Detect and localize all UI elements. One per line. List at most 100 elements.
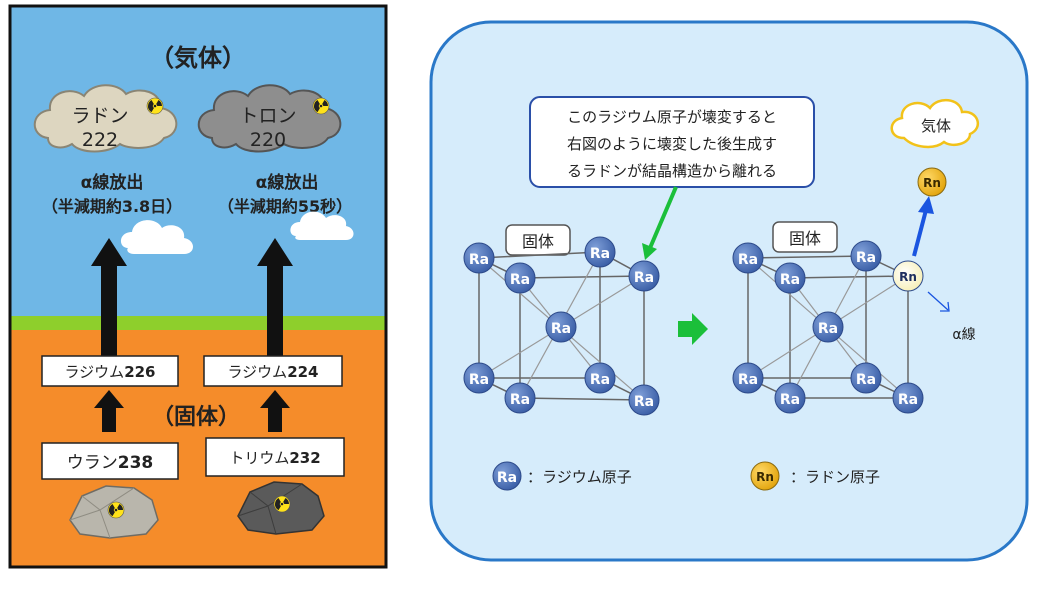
left-panel-border — [8, 4, 388, 569]
ra-atom-highlighted: Ra — [628, 260, 660, 292]
ra-atom: Ra — [850, 362, 882, 394]
rn-atom-decayed: Rn — [892, 260, 924, 292]
radon-emission-line2: （半減期約3.8日） — [42, 197, 182, 216]
svg-text:Ra: Ra — [856, 372, 876, 388]
svg-text:Ra: Ra — [469, 252, 489, 268]
ra-atom: Ra — [628, 384, 660, 416]
thorium232-name: トリウム — [229, 449, 289, 467]
gas-cloud-label: 気体 — [921, 117, 951, 135]
left-panel: （気体） ラドン 222 トロン 220 α線放出 （半減期約3.8日） α線放… — [8, 4, 388, 569]
ra-atom: Ra — [850, 240, 882, 272]
ra-atom: Ra — [732, 242, 764, 274]
svg-text:Ra: Ra — [898, 392, 918, 408]
svg-text:Rn: Rn — [756, 470, 774, 484]
radiation-icon — [146, 97, 164, 115]
alpha-ray-arrow — [927, 291, 950, 312]
radon-emission-line1: α線放出 — [81, 172, 144, 193]
ra-atom: Ra — [892, 382, 924, 414]
svg-text:Ra: Ra — [738, 372, 758, 388]
thoron-emission-line2: （半減期約55秒） — [218, 197, 352, 216]
ra-atom: Ra — [584, 362, 616, 394]
decor-cloud — [290, 211, 354, 240]
gas-label: （気体） — [150, 44, 246, 72]
uranium238-label: ウラン238 — [67, 453, 154, 473]
thoron-name: トロン — [239, 105, 296, 127]
radiation-icon — [107, 501, 125, 519]
uranium238-mass: 238 — [118, 453, 154, 473]
ra-atom: Ra — [545, 311, 577, 343]
sky-background — [10, 6, 386, 320]
legend-ra-atom: Ra — [492, 461, 522, 491]
svg-text:Ra: Ra — [634, 270, 654, 286]
solid-label: （固体） — [152, 405, 240, 430]
transition-arrow — [678, 313, 708, 345]
legend-ra-text: ：ラジウム原子 — [527, 468, 632, 486]
ra-atom: Ra — [463, 362, 495, 394]
radium226-mass: 226 — [124, 363, 155, 381]
radiation-icon — [312, 97, 330, 115]
ra-atom: Ra — [774, 382, 806, 414]
callout-box — [529, 96, 815, 188]
radiation-icon — [273, 495, 291, 513]
radium224-label: ラジウム224 — [227, 363, 318, 381]
svg-text:Ra: Ra — [590, 246, 610, 262]
grass-strip — [10, 316, 386, 330]
ra-atom: Ra — [504, 382, 536, 414]
svg-text:Ra: Ra — [780, 272, 800, 288]
ra-atom: Ra — [812, 311, 844, 343]
uranium238-name: ウラン — [67, 453, 118, 473]
up-arrow — [260, 390, 290, 432]
crystal-lattice-right: Ra Ra Ra Rn Ra Ra Ra Ra Ra — [732, 240, 924, 414]
radium226-name: ラジウム — [64, 363, 124, 381]
up-arrow — [91, 238, 127, 356]
svg-text:Ra: Ra — [510, 272, 530, 288]
uranium-rock — [69, 485, 159, 539]
thorium232-mass: 232 — [289, 449, 320, 467]
gas-cloud: 気体 — [890, 99, 980, 149]
legend-rn-text: ：ラドン原子 — [790, 468, 880, 486]
up-arrow — [257, 238, 293, 356]
thorium232-label: トリウム232 — [229, 449, 320, 467]
svg-text:Ra: Ra — [590, 372, 610, 388]
release-arrow — [912, 196, 934, 257]
ra-atom: Ra — [774, 262, 806, 294]
legend-rn-atom: Rn — [750, 461, 780, 491]
svg-text:Ra: Ra — [634, 394, 654, 410]
radium226-box — [41, 355, 179, 387]
radium224-mass: 224 — [287, 363, 318, 381]
callout-line2: 右図のように壊変した後生成す — [567, 135, 777, 153]
radon-mass: 222 — [82, 129, 118, 151]
thoron-mass: 220 — [250, 129, 286, 151]
rn-atom-released: Rn — [917, 167, 947, 197]
right-panel: このラジウム原子が壊変すると 右図のように壊変した後生成す るラドンが結晶構造か… — [429, 20, 1029, 562]
up-arrow — [94, 390, 124, 432]
callout-pointer-arrow — [642, 186, 678, 260]
radium224-box — [203, 355, 343, 387]
radium226-label: ラジウム226 — [64, 363, 155, 381]
uranium238-box — [41, 442, 179, 480]
svg-text:Ra: Ra — [469, 372, 489, 388]
radon-name: ラドン — [71, 105, 128, 127]
solid-label-box-right — [772, 221, 838, 253]
solid-label-right: 固体 — [789, 229, 821, 248]
alpha-ray-label: α線 — [952, 327, 975, 343]
callout-line1: このラジウム原子が壊変すると — [567, 108, 777, 126]
svg-text:Ra: Ra — [551, 321, 571, 337]
thoron-cloud: トロン 220 — [197, 84, 342, 153]
svg-text:Rn: Rn — [899, 270, 917, 284]
svg-text:Ra: Ra — [510, 392, 530, 408]
solid-label-left: 固体 — [522, 232, 554, 251]
svg-text:Ra: Ra — [818, 321, 838, 337]
svg-text:Ra: Ra — [856, 250, 876, 266]
decor-cloud — [120, 220, 193, 254]
svg-text:Ra: Ra — [738, 252, 758, 268]
ra-atom: Ra — [584, 236, 616, 268]
legend: Ra ：ラジウム原子 Rn ：ラドン原子 — [492, 461, 880, 491]
radon-cloud: ラドン 222 — [33, 84, 178, 153]
svg-text:Ra: Ra — [497, 470, 517, 486]
ra-atom: Ra — [504, 262, 536, 294]
crystal-lattice-left: Ra Ra Ra Ra Ra Ra Ra Ra Ra — [463, 236, 660, 416]
svg-text:Rn: Rn — [923, 176, 941, 190]
thorium-rock — [237, 481, 325, 535]
radium224-name: ラジウム — [227, 363, 287, 381]
